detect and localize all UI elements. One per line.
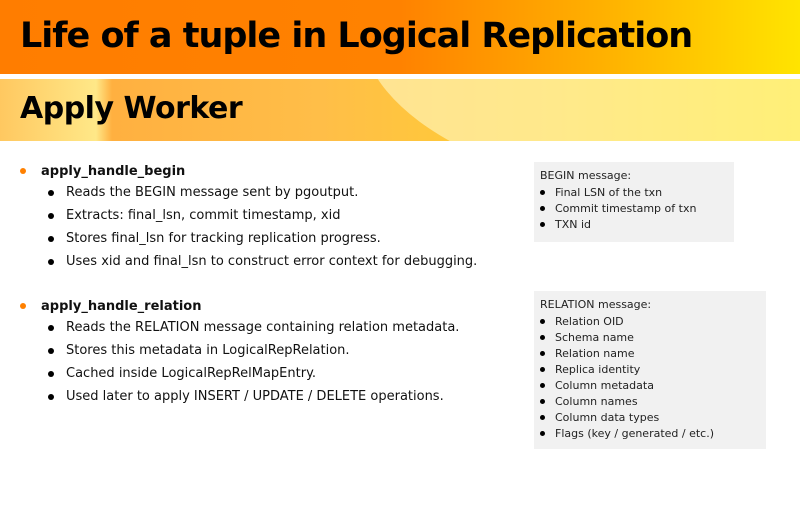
list-item: Reads the RELATION message containing re… [48, 316, 459, 339]
list-item-text: Stores this metadata in LogicalRepRelati… [66, 343, 350, 358]
list-item: Column metadata [540, 377, 756, 393]
list-item-text: Cached inside LogicalRepRelMapEntry. [66, 366, 317, 381]
bullet-icon [20, 168, 26, 174]
list-item-text: Column metadata [555, 378, 654, 392]
list-item: Uses xid and final_lsn to construct erro… [48, 250, 477, 273]
list-item: Used later to apply INSERT / UPDATE / DE… [48, 385, 459, 408]
list-item-text: Stores final_lsn for tracking replicatio… [66, 231, 381, 246]
decorative-arc [360, 79, 800, 141]
section-apply-handle-begin: apply_handle_begin Reads the BEGIN messa… [20, 161, 477, 273]
list-item: Stores final_lsn for tracking replicatio… [48, 227, 477, 250]
bullet-icon [48, 189, 54, 196]
begin-message-box: BEGIN message: Final LSN of the txn Comm… [534, 162, 734, 242]
relation-message-box: RELATION message: Relation OID Schema na… [534, 291, 766, 449]
list-item-text: Reads the RELATION message containing re… [66, 320, 460, 335]
list-item-text: TXN id [555, 217, 592, 231]
list-item: Commit timestamp of txn [540, 200, 724, 216]
bullet-icon [540, 382, 545, 388]
title-banner: Life of a tuple in Logical Replication [0, 0, 800, 74]
list-item-text: Uses xid and final_lsn to construct erro… [66, 254, 478, 269]
list-item: Reads the BEGIN message sent by pgoutput… [48, 181, 477, 204]
list-item-text: Reads the BEGIN message sent by pgoutput… [66, 185, 359, 200]
list-item-text: Column names [555, 394, 638, 408]
section-heading: apply_handle_relation [41, 298, 202, 314]
list-item-text: Column data types [555, 410, 660, 424]
bullet-icon [48, 370, 54, 377]
subtitle-banner: Apply Worker [0, 79, 800, 141]
bullet-icon [48, 324, 54, 331]
bullet-icon [20, 303, 26, 309]
list-item: Replica identity [540, 361, 756, 377]
list-item: Extracts: final_lsn, commit timestamp, x… [48, 204, 477, 227]
list-item: Flags (key / generated / etc.) [540, 425, 756, 441]
list-item: Column data types [540, 409, 756, 425]
bullet-icon [48, 258, 54, 265]
box-label: RELATION message: [540, 298, 652, 311]
list-item-text: Commit timestamp of txn [555, 201, 697, 215]
bullet-icon [540, 350, 545, 356]
bullet-icon [48, 393, 54, 400]
bullet-icon [540, 430, 545, 436]
list-item-text: Replica identity [555, 362, 641, 376]
bullet-icon [540, 189, 545, 195]
bullet-icon [540, 414, 545, 420]
list-item-text: Extracts: final_lsn, commit timestamp, x… [66, 208, 341, 223]
list-item-text: Used later to apply INSERT / UPDATE / DE… [66, 389, 444, 404]
section-heading: apply_handle_begin [41, 163, 186, 179]
list-item: Schema name [540, 329, 756, 345]
bullet-icon [48, 235, 54, 242]
list-item-text: Relation OID [555, 314, 624, 328]
list-item: Stores this metadata in LogicalRepRelati… [48, 339, 459, 362]
list-item: Relation name [540, 345, 756, 361]
bullet-icon [540, 221, 545, 227]
bullet-icon [48, 212, 54, 219]
section-apply-handle-relation: apply_handle_relation Reads the RELATION… [20, 296, 459, 408]
list-item: Cached inside LogicalRepRelMapEntry. [48, 362, 459, 385]
list-item: Relation OID [540, 313, 756, 329]
bullet-icon [540, 366, 545, 372]
list-item: Final LSN of the txn [540, 184, 724, 200]
list-item: TXN id [540, 216, 724, 232]
bullet-icon [540, 205, 545, 211]
list-item: Column names [540, 393, 756, 409]
slide-subtitle: Apply Worker [20, 91, 243, 126]
bullet-icon [48, 347, 54, 354]
bullet-icon [540, 398, 545, 404]
bullet-icon [540, 334, 545, 340]
list-item-text: Relation name [555, 346, 635, 360]
list-item-text: Flags (key / generated / etc.) [555, 426, 715, 440]
list-item-text: Final LSN of the txn [555, 185, 663, 199]
bullet-icon [540, 318, 545, 324]
box-label: BEGIN message: [540, 169, 632, 182]
list-item-text: Schema name [555, 330, 634, 344]
slide-title: Life of a tuple in Logical Replication [20, 16, 693, 56]
